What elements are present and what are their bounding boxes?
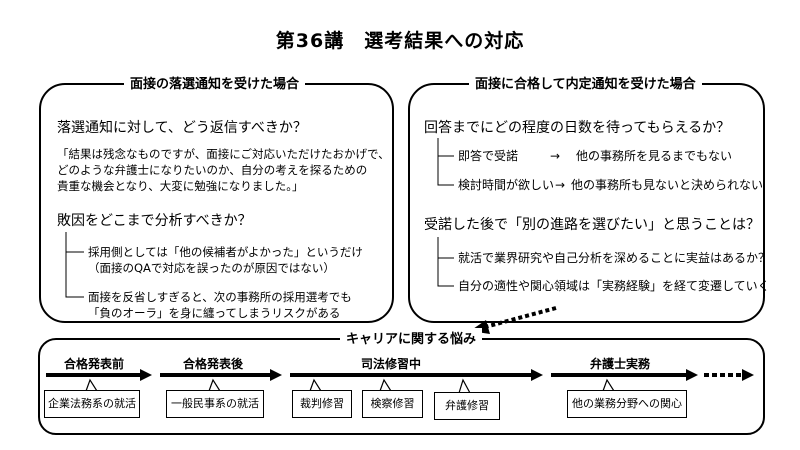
timeline-box-prosecution-training: 検察修習 bbox=[362, 390, 423, 418]
timeline-arrowhead-3 bbox=[531, 369, 543, 381]
left-question-1: 落選通知に対して、どう返信すべきか？ bbox=[57, 120, 307, 136]
right-tree-line-4 bbox=[437, 258, 454, 287]
right-item-4: 自分の適性や関心領域は「実務経験」を経て変遷していく bbox=[458, 279, 770, 293]
right-item-1-arrow: → bbox=[550, 149, 561, 163]
dotted-connector-arrow bbox=[484, 306, 557, 329]
timeline-box-court-training: 裁判修習 bbox=[292, 390, 352, 418]
left-quote-line-3: 貴重な機会となり、大変に勉強になりました。」 bbox=[57, 179, 304, 193]
right-question-1: 回答までにどの程度の日数を待ってもらえるか？ bbox=[424, 120, 731, 136]
left-question-2: 敗因をどこまで分析すべきか？ bbox=[57, 213, 252, 229]
right-panel-header: 面接に合格して内定通知を受けた場合 bbox=[469, 73, 702, 92]
left-point-1-line-1: 採用側としては「他の候補者がよかった」というだけ bbox=[88, 245, 363, 259]
timeline-header: キャリアに関する悩み bbox=[340, 328, 483, 347]
timeline-arrowhead-4 bbox=[686, 369, 698, 381]
phase-label-1: 合格発表前 bbox=[64, 357, 125, 371]
left-point-2-line-2: 「負のオーラ」を身に纏ってしまうリスクがある bbox=[88, 306, 341, 320]
right-question-2: 受諾した後で「別の進路を選びたい」と思うことは？ bbox=[424, 217, 760, 233]
timeline-box-civil-job-hunt: 一般民事系の就活 bbox=[166, 390, 264, 418]
right-item-2-arrow: → bbox=[555, 178, 566, 192]
phase-label-3: 司法修習中 bbox=[361, 357, 422, 371]
left-tree-line-2 bbox=[65, 252, 84, 298]
timeline-panel bbox=[38, 338, 765, 435]
left-panel-header: 面接の落選通知を受けた場合 bbox=[124, 73, 306, 92]
right-item-2-left: 検討時間が欲しい bbox=[458, 178, 555, 192]
timeline-box-corporate-job-hunt: 企業法務系の就活 bbox=[44, 390, 140, 418]
left-point-1-line-2: （面接のQAで対応を誤ったのが原因ではない） bbox=[88, 261, 335, 275]
phase-label-2: 合格発表後 bbox=[183, 357, 244, 371]
right-item-1-right: 他の事務所を見るまでもない bbox=[576, 149, 733, 163]
timeline-arrowhead-2 bbox=[270, 369, 282, 381]
timeline-box-other-fields-interest: 他の業務分野への関心 bbox=[567, 390, 687, 418]
timeline-arrowhead-1 bbox=[140, 369, 152, 381]
right-item-3: 就活で業界研究や自己分析を深めることに実益はあるか？ bbox=[458, 251, 771, 265]
left-quote-line-2: どのような弁護士になりたいのか、自分の考えを探るための bbox=[57, 163, 368, 177]
right-item-1-left: 即答で受諾 bbox=[458, 149, 519, 163]
page-title: 第36講 選考結果への対応 bbox=[275, 30, 525, 52]
right-item-2-right: 他の事務所も見ないと決められない bbox=[571, 178, 764, 192]
left-quote-line-1: 「結果は残念なものですが、面接にご対応いただけたおかげで、 bbox=[57, 147, 390, 161]
timeline-box-defense-training: 弁護修習 bbox=[434, 392, 500, 420]
left-point-2-line-1: 面接を反省しすぎると、次の事務所の採用選考でも bbox=[88, 290, 352, 304]
right-tree-line-2 bbox=[437, 156, 454, 186]
timeline-dotted-arrowhead bbox=[742, 369, 754, 381]
phase-label-4: 弁護士実務 bbox=[590, 357, 651, 371]
